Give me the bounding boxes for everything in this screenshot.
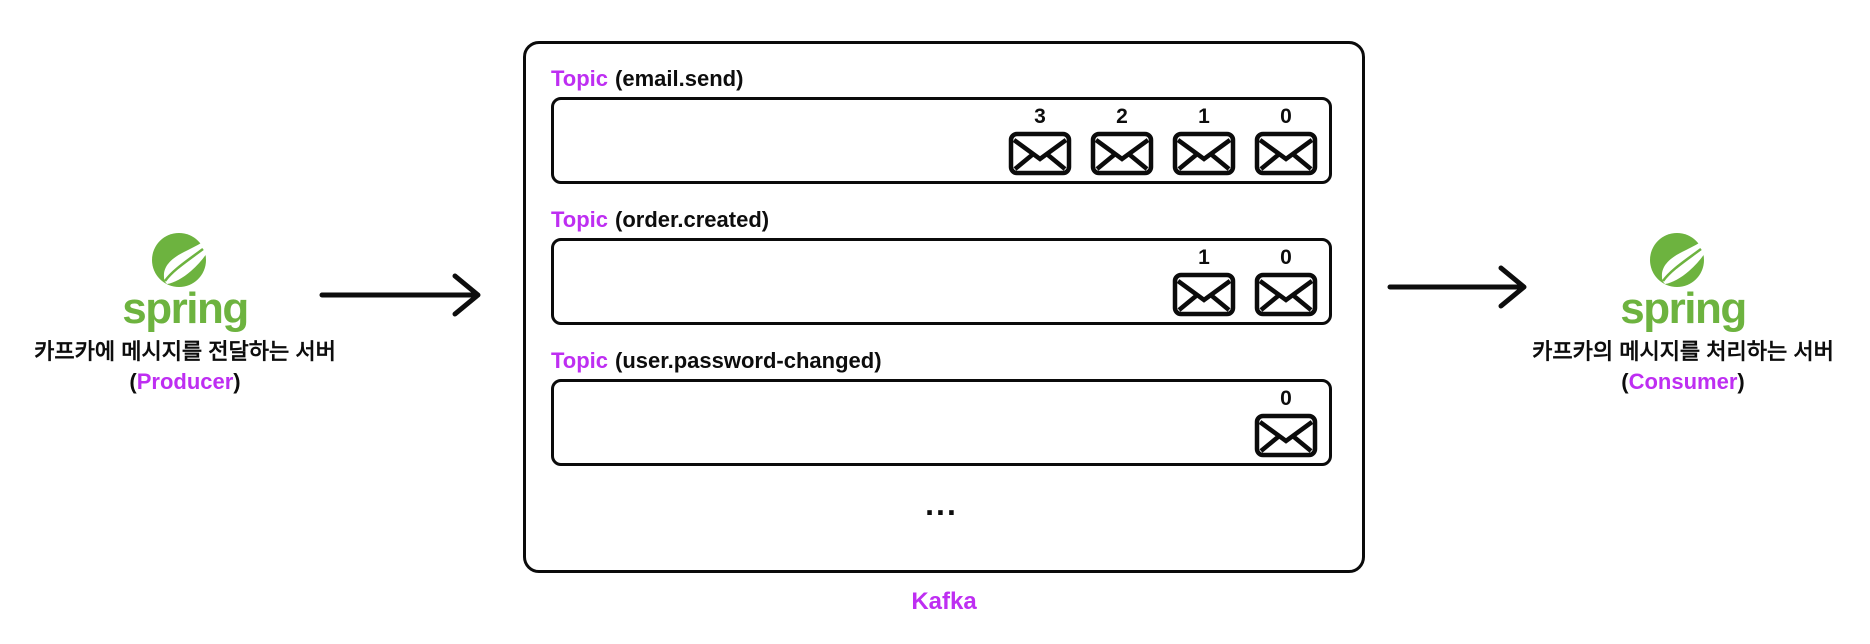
topic-label: Topic(email.send) bbox=[551, 68, 1332, 90]
topic-keyword: Topic bbox=[551, 207, 609, 232]
producer-to-kafka-arrow bbox=[318, 272, 484, 318]
partition-number: 1 bbox=[1198, 246, 1210, 269]
paren-open: ( bbox=[129, 369, 137, 395]
consumer-role-label: Consumer bbox=[1628, 369, 1738, 395]
topic-keyword: Topic bbox=[551, 66, 609, 91]
kafka-message: 3 bbox=[1008, 105, 1072, 177]
more-topics-ellipsis: ... bbox=[925, 486, 958, 522]
paren-close: ) bbox=[233, 369, 241, 395]
partition-number: 0 bbox=[1280, 105, 1292, 128]
kafka-message: 0 bbox=[1254, 246, 1318, 318]
message-track: 0 bbox=[1254, 387, 1318, 459]
kafka-message: 1 bbox=[1172, 246, 1236, 318]
topic-label: Topic(user.password-changed) bbox=[551, 350, 1332, 372]
producer-role-label: Producer bbox=[136, 369, 234, 395]
topic-name: (order.created) bbox=[615, 207, 770, 232]
envelope-icon bbox=[1254, 272, 1318, 317]
envelope-icon bbox=[1172, 131, 1236, 176]
producer-role: (Producer) bbox=[129, 369, 240, 395]
paren-close: ) bbox=[1737, 369, 1745, 395]
arrow-right-icon bbox=[319, 273, 481, 317]
partition-number: 2 bbox=[1116, 105, 1128, 128]
kafka-to-consumer-arrow bbox=[1386, 264, 1530, 310]
message-track: 3 2 1 0 bbox=[1008, 105, 1318, 177]
envelope-icon bbox=[1254, 413, 1318, 458]
paren-open: ( bbox=[1621, 369, 1629, 395]
topic-name: (email.send) bbox=[615, 66, 744, 91]
partition-box: 0 bbox=[551, 379, 1332, 466]
topic-name: (user.password-changed) bbox=[615, 348, 882, 373]
kafka-message: 2 bbox=[1090, 105, 1154, 177]
topic-keyword: Topic bbox=[551, 348, 609, 373]
kafka-message: 0 bbox=[1254, 105, 1318, 177]
partition-number: 1 bbox=[1198, 105, 1210, 128]
topic-email-send: Topic(email.send) 3 2 1 0 bbox=[551, 68, 1332, 184]
partition-number: 3 bbox=[1034, 105, 1046, 128]
spring-logo-icon bbox=[152, 229, 219, 287]
spring-wordmark: spring bbox=[122, 284, 249, 333]
partition-number: 0 bbox=[1280, 387, 1292, 410]
producer-node: spring 카프카에 메시지를 전달하는 서버 (Producer) bbox=[5, 227, 365, 396]
kafka-message: 1 bbox=[1172, 105, 1236, 177]
consumer-node: spring 카프카의 메시지를 처리하는 서버 (Consumer) bbox=[1503, 227, 1863, 396]
envelope-icon bbox=[1090, 131, 1154, 176]
envelope-icon bbox=[1008, 131, 1072, 176]
producer-description: 카프카에 메시지를 전달하는 서버 bbox=[34, 339, 336, 364]
envelope-icon bbox=[1254, 131, 1318, 176]
partition-box: 3 2 1 0 bbox=[551, 97, 1332, 184]
topic-user-password-changed: Topic(user.password-changed) 0 bbox=[551, 350, 1332, 466]
kafka-box: Topic(email.send) 3 2 1 0 bbox=[523, 41, 1365, 573]
partition-number: 0 bbox=[1280, 246, 1292, 269]
consumer-description: 카프카의 메시지를 처리하는 서버 bbox=[1532, 339, 1834, 364]
envelope-icon bbox=[1172, 272, 1236, 317]
kafka-message: 0 bbox=[1254, 387, 1318, 459]
spring-logo-icon bbox=[1650, 229, 1717, 287]
partition-box: 1 0 bbox=[551, 238, 1332, 325]
topic-label: Topic(order.created) bbox=[551, 209, 1332, 231]
message-track: 1 0 bbox=[1172, 246, 1318, 318]
topic-order-created: Topic(order.created) 1 0 bbox=[551, 209, 1332, 325]
arrow-right-icon bbox=[1387, 265, 1527, 309]
spring-wordmark: spring bbox=[1620, 284, 1747, 333]
consumer-role: (Consumer) bbox=[1621, 369, 1744, 395]
kafka-title: Kafka bbox=[911, 588, 977, 615]
